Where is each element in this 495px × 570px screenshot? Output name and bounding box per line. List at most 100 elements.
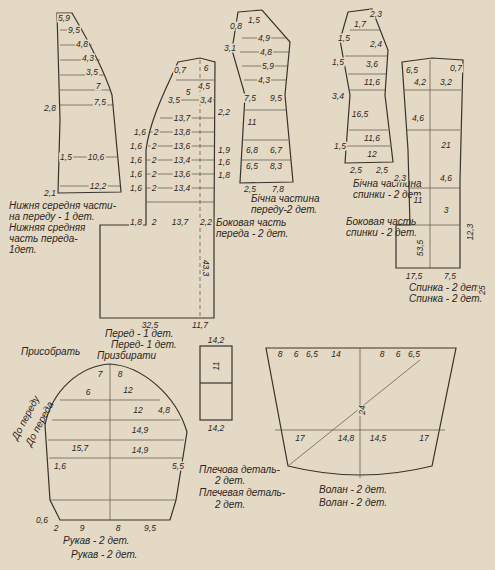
dimension-number: 6,8 [245,146,259,155]
dimension-number: 4,3 [81,54,95,63]
guide-lines [48,364,184,520]
dimension-number: 7,5 [443,272,457,281]
dimension-number: 1,6 [129,142,143,151]
dimension-number: 11 [413,196,424,205]
dimension-number: 1,9 [217,146,231,155]
dimension-number: 1,6 [129,156,143,165]
piece-caption: 2 дет. [214,500,246,511]
piece-outlines [45,9,463,520]
piece-caption: на переду - 1 дет. [8,212,96,223]
piece-caption: переду-2 дет. [250,205,318,216]
dimension-number: 1,7 [353,20,367,29]
dimension-number: 7,5 [243,94,257,103]
dimension-number: 25 [478,284,487,295]
dimension-number: 14,9 [131,426,150,435]
dimension-number: 4,8 [157,406,171,415]
dimension-number: 4,8 [75,40,89,49]
piece-caption: Бічна частина [352,179,422,190]
dimension-number: 53,5 [416,239,425,258]
dimension-number: 13,8 [173,128,192,137]
dimension-number: 3,1 [223,44,237,53]
dimension-number: 10,6 [87,153,106,162]
lower-middle-front [57,13,121,193]
dimension-number: 2,1 [43,189,57,198]
dimension-number: 0,8 [229,22,243,31]
dimension-number: 5 [185,88,192,97]
dimension-number: 6 [293,350,300,359]
dimension-number: 2,3 [369,10,383,19]
dimension-number: 14,9 [131,446,150,455]
dimension-number: 5,9 [261,62,275,71]
dimension-number: 12,2 [89,182,108,191]
dimension-number: 13,6 [173,170,192,179]
dimension-number: 3,4 [199,96,213,105]
dimension-number: 4,8 [259,48,273,57]
piece-caption: Волан - 2 дет. [318,498,388,509]
dimension-number: 43,3 [202,259,211,278]
dimension-number: 4,9 [257,34,271,43]
piece-caption: Присобрать [20,347,81,358]
dimension-number: 1,5 [59,153,73,162]
dimension-number: 3,6 [365,60,379,69]
piece-caption: переда - 2 дет. [215,229,289,240]
guide-lines [275,348,445,478]
piece-caption: 2 дет. [214,476,246,487]
dimension-number: 4,5 [197,82,211,91]
front-piece [100,58,215,318]
dimension-number: 4,6 [439,174,453,183]
dimension-number: 2 [151,184,158,193]
piece-caption: Бічна частина [250,194,320,205]
dimension-number: 13,6 [173,142,192,151]
piece-caption: Призбирати [96,351,157,362]
piece-caption: Рукав - 2 дет. [70,550,138,561]
dimension-number: 6,5 [405,66,419,75]
dimension-number: 9 [79,524,86,533]
dimension-number: 6 [203,64,210,73]
dimension-number: 2 [153,128,160,137]
shoulder-fold [200,382,232,383]
dimension-number: 2,8 [43,104,57,113]
piece-caption: Боковая часть [215,218,287,229]
dimension-number: 6,7 [269,146,283,155]
dimension-number: 5,5 [171,462,185,471]
dimension-number: 21 [440,141,451,150]
dimension-number: 0,6 [35,516,49,525]
dimension-number: 1,6 [53,462,67,471]
piece-caption: спинки - 2 дет. [345,228,418,239]
flounce-piece [266,348,456,475]
dimension-number: 13,7 [173,114,192,123]
dimension-number: 15,7 [71,444,90,453]
dimension-number: 2,5 [375,166,389,175]
dimension-number: 11 [212,361,221,372]
dimension-number: 3 [443,206,450,215]
dimension-number: 11,6 [363,134,381,143]
dimension-number: 17,5 [405,272,424,281]
guide-lines [240,38,290,160]
dimension-number: 14,5 [369,434,388,443]
dimension-number: 2,4 [369,40,383,49]
dimension-number: 11,6 [363,78,381,87]
piece-caption: Перед - 1 дет. [104,329,175,340]
dimension-number: 2 [151,218,158,227]
dimension-number: 7,8 [271,185,285,194]
dimension-number: 13,7 [171,218,190,227]
piece-caption: Нижняя средняя [8,223,86,234]
dimension-number: 8 [379,350,386,359]
shoulder-piece [200,346,232,420]
dimension-number: 7,5 [93,98,107,107]
dimension-number: 2 [151,170,158,179]
dimension-number: 2 [53,524,60,533]
side-back-piece [340,9,393,163]
dimension-number: 1,6 [129,170,143,179]
dimension-number: 9,5 [269,94,283,103]
dimension-number: 1,8 [129,218,143,227]
dimension-number: 2,3 [393,174,407,183]
dimension-number: 16,5 [351,110,370,119]
dimension-number: 3,5 [167,96,181,105]
dimension-number: 1,5 [331,58,345,67]
dimension-number: 14 [330,350,341,359]
dimension-number: 8 [277,350,284,359]
dimension-number: 1,5 [337,34,351,43]
piece-caption: Нижня середня части- [8,201,117,212]
